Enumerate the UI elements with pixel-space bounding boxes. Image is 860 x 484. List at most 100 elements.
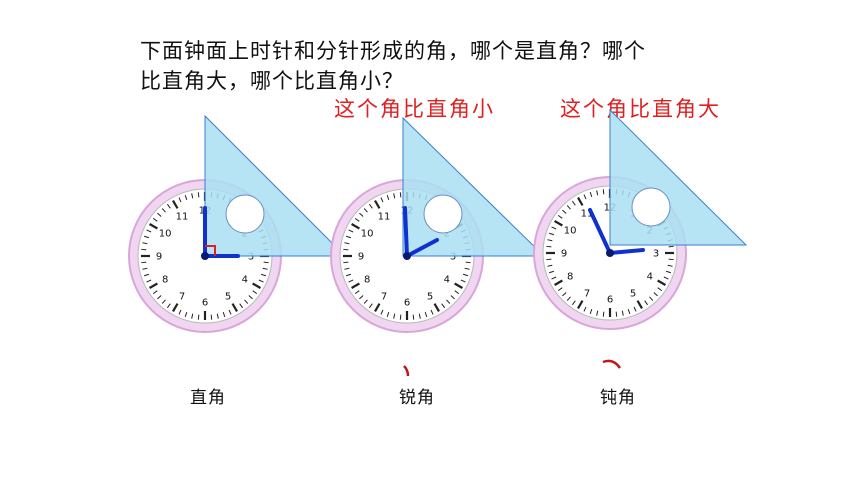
minute-tick <box>343 248 349 251</box>
minute-tick <box>263 261 269 264</box>
hour-tick <box>657 279 666 286</box>
minute-tick <box>454 290 460 295</box>
minute-hand <box>403 206 409 258</box>
hour-tick <box>149 282 158 289</box>
minute-tick <box>368 303 373 309</box>
minute-tick <box>252 290 258 295</box>
clock-number: 9 <box>156 252 162 263</box>
minute-tick <box>446 299 451 304</box>
minute-tick <box>354 217 360 222</box>
label-obtuse-angle: 钝角 <box>600 388 636 408</box>
minute-tick <box>178 197 182 203</box>
minute-tick <box>547 264 553 267</box>
minute-tick <box>363 208 368 213</box>
hour-tick <box>374 303 381 312</box>
hour-tick <box>374 200 381 209</box>
minute-tick <box>345 235 352 239</box>
minute-tick <box>548 270 555 274</box>
minute-tick <box>191 313 194 319</box>
minute-tick <box>583 194 587 200</box>
minute-tick <box>248 295 253 300</box>
minute-tick <box>343 261 349 264</box>
minute-tick <box>667 264 673 267</box>
minute-tick <box>557 214 563 219</box>
clock-number: 3 <box>653 249 659 260</box>
minute-tick <box>551 276 557 280</box>
minute-tick <box>460 279 466 283</box>
minute-tick <box>657 287 663 292</box>
minute-tick <box>465 261 471 264</box>
minute-tick <box>157 212 162 217</box>
ruler-hole <box>423 194 463 234</box>
minute-tick <box>363 299 368 304</box>
minute-tick <box>571 300 576 306</box>
hour-tick <box>351 223 360 230</box>
clock-center <box>403 252 411 260</box>
minute-tick <box>644 300 649 306</box>
minute-tick <box>258 279 264 283</box>
minute-tick <box>441 303 446 309</box>
label-right-angle: 直角 <box>190 388 226 408</box>
clock-number: 6 <box>607 295 613 306</box>
minute-tick <box>393 193 396 199</box>
minute-tick <box>359 295 364 300</box>
minute-tick <box>359 212 364 217</box>
minute-tick <box>649 296 654 301</box>
minute-tick <box>260 273 267 277</box>
clock-number: 11 <box>176 212 189 223</box>
minute-tick <box>344 267 350 270</box>
ruler-hole <box>631 187 671 227</box>
minute-tick <box>668 258 674 261</box>
minute-tick <box>239 303 244 309</box>
clock-number: 9 <box>358 252 364 263</box>
minute-tick <box>633 306 637 312</box>
minute-tick <box>141 248 147 251</box>
minute-tick <box>142 267 148 270</box>
minute-tick <box>152 217 158 222</box>
clock-number: 3 <box>248 252 254 263</box>
minute-tick <box>621 310 624 316</box>
minute-tick <box>430 309 434 315</box>
hour-tick <box>454 282 463 289</box>
minute-tick <box>368 203 373 209</box>
hour-tick <box>231 303 238 312</box>
minute-tick <box>602 311 605 317</box>
question-line-1: 下面钟面上时针和分针形成的角，哪个是直角？哪个 <box>140 39 646 63</box>
minute-tick <box>589 308 593 315</box>
minute-tick <box>166 303 171 309</box>
clock-number: 10 <box>564 226 577 237</box>
hour-hand <box>405 238 439 258</box>
clock-number: 6 <box>404 298 410 309</box>
note-smaller-than-right-angle: 这个角比直角小 <box>334 97 495 121</box>
minute-tick <box>589 191 593 198</box>
minute-tick <box>184 194 188 201</box>
minute-tick <box>583 306 587 312</box>
clock-center <box>201 252 209 260</box>
hour-tick <box>554 220 563 227</box>
minute-tick <box>546 245 552 248</box>
minute-tick <box>348 229 354 233</box>
hour-tick <box>577 197 584 206</box>
clock-number: 7 <box>381 291 387 302</box>
minute-tick <box>345 273 352 277</box>
minute-tick <box>262 267 268 270</box>
minute-tick <box>178 309 182 315</box>
minute-tick <box>157 295 162 300</box>
minute-tick <box>663 276 669 280</box>
triangle-ruler <box>609 108 748 246</box>
minute-tick <box>602 189 605 195</box>
minute-tick <box>216 313 219 319</box>
minute-tick <box>146 279 152 283</box>
minute-tick <box>393 313 396 319</box>
minute-tick <box>399 314 402 320</box>
hour-tick <box>433 303 440 312</box>
minute-tick <box>450 295 455 300</box>
minute-tick <box>665 270 672 274</box>
minute-tick <box>152 290 158 295</box>
minute-tick <box>166 203 171 209</box>
minute-tick <box>344 242 350 245</box>
clock-number: 8 <box>162 275 168 286</box>
minute-tick <box>399 192 402 198</box>
minute-tick <box>143 273 150 277</box>
